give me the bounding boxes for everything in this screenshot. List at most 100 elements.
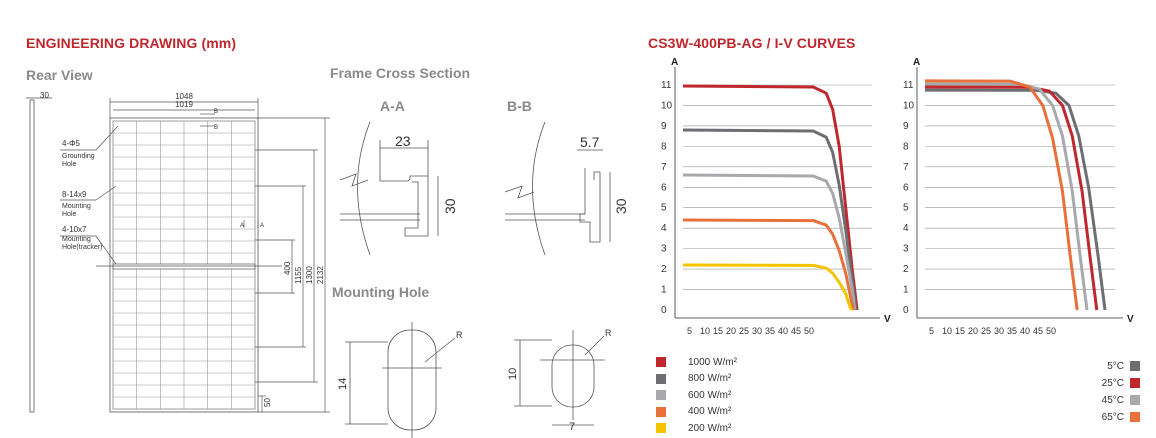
legend-label: 600 W/m²: [688, 389, 732, 401]
x-tick-label: 35: [1007, 326, 1017, 336]
panel-cell-grid: [113, 121, 255, 409]
y-tick-label: 5: [903, 203, 909, 214]
y-tick-label: 5: [661, 203, 667, 214]
mh-dim-10: 10: [507, 368, 519, 380]
legend-swatch: [656, 406, 666, 417]
dim-1048: 1048: [175, 92, 193, 101]
dim-1300: 1300: [305, 266, 314, 284]
y-tick-label: 3: [903, 244, 909, 255]
legend-swatch: [1130, 378, 1140, 388]
bb-section-heading: B-B: [507, 98, 532, 114]
aa-dim-23: 23: [395, 133, 411, 149]
legend-item: 45°C: [1102, 393, 1140, 407]
x-tick-label: 40: [1020, 326, 1030, 336]
callout-mounting-label-2: Hole: [62, 211, 77, 218]
mh-dim-7: 7: [569, 421, 575, 433]
y-tick-label: 7: [903, 162, 909, 173]
x-tick-label: 50: [1046, 326, 1056, 336]
mh-dim-14: 14: [337, 378, 349, 390]
aa-section-heading: A-A: [380, 98, 405, 114]
x-tick-label: 5: [687, 326, 692, 336]
legend-swatch: [1130, 361, 1140, 371]
legend-label: 65°C: [1101, 411, 1124, 423]
callout-mounting-label: Mounting: [62, 203, 91, 210]
x-tick-label: 50: [804, 326, 814, 336]
legend-item: 200 W/m²: [656, 421, 731, 435]
dim-30: 30: [40, 91, 49, 100]
aa-cross-section: [339, 121, 439, 256]
mounting-hole-heading: Mounting Hole: [332, 284, 430, 300]
y-tick-label: 1: [903, 285, 909, 296]
engineering-drawing: 30 1048 1019 B B A A 4-Φ5 Grounding Hole…: [26, 91, 629, 438]
legend-label: 45°C: [1101, 394, 1124, 406]
iv-curves-title: CS3W-400PB-AG / I-V CURVES: [648, 35, 856, 51]
iv-curve-series: [682, 263, 853, 311]
y-tick-label: 6: [661, 182, 667, 193]
section-a-right: A: [260, 223, 264, 229]
iv-curve-series: [924, 88, 1107, 311]
section-a-left: A: [240, 223, 244, 229]
legend-item: 600 W/m²: [656, 388, 731, 402]
callout-tracker-label-2: Hole(tracker): [62, 244, 102, 251]
x-tick-label: 5: [929, 326, 934, 336]
y-tick-label: 2: [903, 264, 909, 275]
mh-radius-1: R: [456, 330, 463, 340]
legend-swatch: [656, 390, 666, 400]
legend-swatch: [656, 357, 666, 367]
section-b-bottom: B: [214, 125, 218, 131]
x-tick-label: 15: [713, 326, 723, 336]
legend-label: 25°C: [1101, 377, 1124, 389]
y-tick-label: 10: [661, 100, 673, 111]
side-profile: [29, 99, 35, 413]
dim-50: 50: [263, 398, 272, 407]
y-tick-label: 0: [903, 305, 909, 316]
frame-cross-section-heading: Frame Cross Section: [330, 65, 471, 81]
legend-item: 5°C: [1107, 359, 1140, 373]
y-tick-label: 8: [903, 141, 909, 152]
x-tick-label: 10: [700, 326, 710, 336]
x-tick-label: 30: [994, 326, 1004, 336]
legend-item: 1000 W/m²: [656, 355, 737, 369]
dim-1155: 1155: [294, 266, 303, 284]
y-tick-label: 6: [903, 182, 909, 193]
y-tick-label: 4: [903, 223, 909, 234]
bb-dim-5-7: 5.7: [580, 134, 600, 150]
y-tick-label: 9: [661, 121, 667, 132]
irradiance-legend: 1000 W/m² 800 W/m² 600 W/m² 400 W/m² 200 W/m…: [656, 355, 796, 438]
legend-label: 800 W/m²: [688, 373, 732, 384]
x-tick-label: 10: [942, 326, 952, 336]
rear-view-heading: Rear View: [26, 67, 93, 83]
y-tick-label: 1: [661, 285, 667, 296]
section-b-top: B: [214, 109, 218, 115]
callout-mounting-qty: 8-14x9: [62, 190, 87, 199]
legend-item: 400 W/m²: [656, 405, 731, 419]
aa-dim-30: 30: [442, 198, 458, 214]
y-tick-label: 2: [661, 264, 667, 275]
iv-curve-series: [682, 128, 858, 311]
x-tick-label: 25: [739, 326, 749, 336]
legend-item: 65°C: [1102, 410, 1140, 424]
iv-curve-series: [682, 218, 855, 311]
bb-dim-30: 30: [613, 198, 629, 214]
x-tick-label: 25: [981, 326, 991, 336]
x-tick-label: 45: [791, 326, 801, 336]
bb-cross-section: [504, 121, 611, 256]
legend-swatch: [656, 373, 666, 384]
callout-tracker-label: Mounting: [62, 236, 91, 243]
dim-400: 400: [283, 261, 292, 275]
x-axis-unit: V: [1127, 314, 1134, 325]
y-tick-label: 9: [903, 121, 909, 132]
legend-item: 25°C: [1102, 376, 1140, 390]
iv-curve-series: [682, 84, 859, 311]
panel-outline: [109, 117, 259, 413]
temperature-legend: 5°C 25°C 45°C 65°C: [1030, 359, 1140, 433]
callout-grounding-qty: 4-Φ5: [62, 139, 80, 148]
dim-1019: 1019: [175, 100, 193, 109]
legend-item: 800 W/m²: [656, 372, 731, 386]
legend-label: 400 W/m²: [688, 406, 732, 417]
y-tick-label: 7: [661, 162, 667, 173]
x-axis-unit: V: [884, 314, 891, 325]
y-tick-label: 10: [903, 100, 915, 111]
